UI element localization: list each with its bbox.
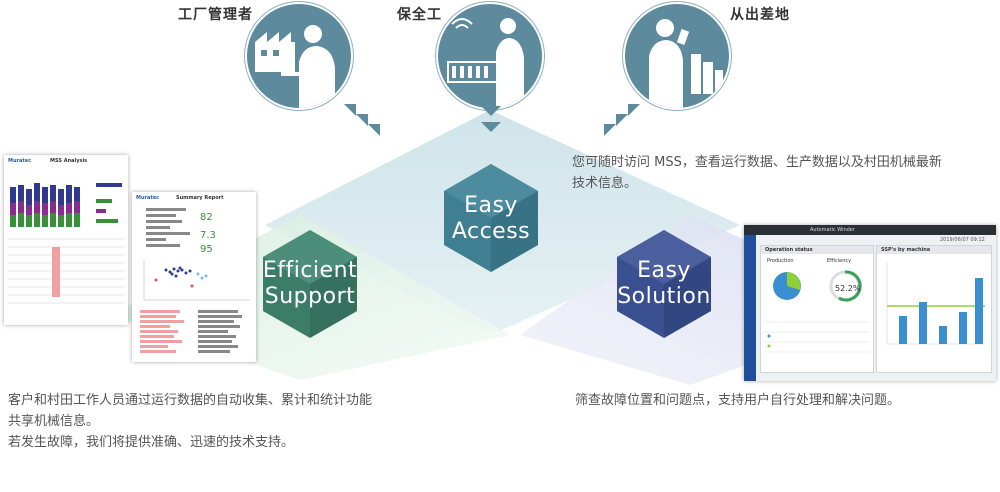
arrow-group-left — [344, 104, 380, 136]
access-description: 您可随时访问 MSS，查看运行数据、生产数据以及村田机械最新 技术信息。 — [572, 152, 992, 194]
arrow-group-right — [604, 104, 640, 136]
role-label-maintenance: 保全工 — [397, 7, 442, 23]
summary-logo: Muratec — [136, 195, 160, 201]
easy-solution-line2: Solution — [617, 284, 711, 309]
ssp-bar-graphic — [886, 262, 985, 345]
report-title: MSS Analysis — [50, 158, 88, 164]
summary-big-value-3: 95 — [200, 244, 213, 255]
summary-bars-graphic — [146, 208, 190, 247]
summary-big-value-2: 7.3 — [200, 230, 216, 241]
efficient-support-hexagon — [263, 230, 357, 338]
dashboard-thumbnail: Automatic Winder 2019/06/07 09:12 Operat… — [744, 225, 996, 381]
role-label-factory-manager: 工厂管理者 — [178, 7, 253, 23]
easy-access-line2: Access — [451, 219, 531, 244]
support-description: 客户和村田工作人员通过运行数据的自动收集、累计和统计功能 共享机械信息。 若发生… — [8, 390, 448, 453]
summary-big-value-1: 82 — [200, 212, 213, 223]
support-description-line: 客户和村田工作人员通过运行数据的自动收集、累计和统计功能 — [8, 393, 373, 408]
operation-status-title: Operation status — [765, 247, 813, 253]
efficient-support-line2: Support — [264, 284, 356, 309]
easy-solution-label: Easy Solution — [609, 258, 719, 310]
maintenance-worker-icon — [436, 2, 544, 110]
access-description-line: 技术信息。 — [572, 176, 638, 191]
horizontal-bars-graphic — [140, 310, 242, 353]
dashboard-date: 2019/06/07 09:12 — [940, 237, 985, 243]
summary-title: Summary Report — [176, 195, 224, 201]
efficiency-value: 52.2% — [835, 284, 861, 293]
ssp-by-machine-panel: SSP's by machine — [876, 245, 992, 373]
solution-description: 筛查故障位置和问题点，支持用户自行处理和解决问题。 — [575, 390, 995, 411]
dashboard-topbar: Automatic Winder — [744, 225, 996, 235]
efficient-support-label: Efficient Support — [255, 258, 365, 310]
data-table-graphic — [8, 238, 124, 304]
easy-solution-line1: Easy — [637, 258, 691, 283]
support-description-line: 共享机械信息。 — [8, 414, 100, 429]
arrow-group-center — [481, 106, 501, 132]
easy-solution-hexagon — [617, 230, 711, 338]
dashboard-pies-graphic — [773, 270, 862, 302]
summary-report-thumbnail: Muratec Summary Report 82 7.3 95 — [132, 192, 256, 362]
access-description-line: 您可随时访问 MSS，查看运行数据、生产数据以及村田机械最新 — [572, 155, 942, 170]
stacked-bar-graphic — [10, 183, 122, 227]
mss-analysis-thumbnail: Muratec MSS Analysis — [4, 155, 128, 325]
easy-access-line1: Easy — [464, 193, 518, 218]
support-description-line: 若发生故障，我们将提供准确、迅速的技术支持。 — [8, 435, 295, 450]
report-logo: Muratec — [8, 158, 32, 164]
scatter-graphic — [143, 260, 250, 301]
dashboard-sidebar — [744, 235, 756, 381]
efficiency-label: Efficiency — [827, 258, 852, 264]
factory-manager-icon — [245, 2, 353, 110]
dashboard-table-graphic — [765, 321, 869, 353]
easy-access-label: Easy Access — [441, 193, 541, 245]
dashboard-machine-title: Automatic Winder — [810, 227, 855, 233]
role-label-remote: 从出差地 — [730, 7, 790, 23]
ssp-panel-title: SSP's by machine — [881, 247, 931, 253]
solution-description-line: 筛查故障位置和问题点，支持用户自行处理和解决问题。 — [575, 393, 901, 408]
efficient-support-line1: Efficient — [262, 258, 358, 283]
operation-status-panel: Operation status Production Efficiency 5… — [760, 245, 874, 373]
remote-user-icon — [623, 2, 731, 110]
production-label: Production — [767, 258, 794, 264]
easy-access-hexagon — [444, 164, 538, 272]
